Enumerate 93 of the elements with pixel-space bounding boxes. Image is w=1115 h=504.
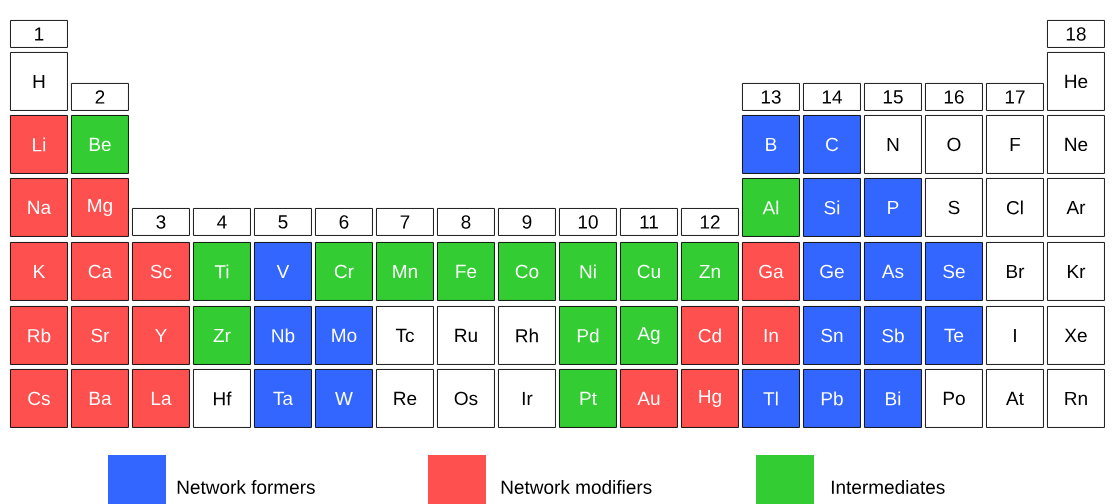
- element-cell: Sn: [803, 306, 861, 365]
- element-cell: Tl: [742, 369, 800, 428]
- element-cell: Li: [10, 115, 68, 174]
- element-cell: Os: [437, 369, 495, 428]
- element-cell: Ge: [803, 242, 861, 301]
- element-cell: Ag: [620, 306, 678, 365]
- element-cell: Y: [132, 306, 190, 365]
- element-cell: Au: [620, 369, 678, 428]
- element-cell: Ar: [1047, 178, 1105, 237]
- element-cell: Ba: [71, 369, 129, 428]
- element-cell: As: [864, 242, 922, 301]
- element-cell: I: [986, 306, 1044, 365]
- element-cell: Si: [803, 178, 861, 237]
- element-cell: C: [803, 115, 861, 174]
- element-cell: Ga: [742, 242, 800, 301]
- element-cell: Tc: [376, 306, 434, 365]
- element-cell: Ne: [1047, 115, 1105, 174]
- element-cell: H: [10, 52, 68, 111]
- element-cell: Se: [925, 242, 983, 301]
- element-cell: Te: [925, 306, 983, 365]
- element-cell: Br: [986, 242, 1044, 301]
- element-cell: F: [986, 115, 1044, 174]
- element-cell: Co: [498, 242, 556, 301]
- group-number-box: 16: [925, 83, 983, 111]
- element-cell: Ru: [437, 306, 495, 365]
- group-number-box: 6: [315, 208, 373, 236]
- element-cell: W: [315, 369, 373, 428]
- element-cell: Hg: [681, 369, 739, 428]
- element-cell: At: [986, 369, 1044, 428]
- group-number-box: 11: [620, 208, 678, 236]
- element-cell: Rh: [498, 306, 556, 365]
- element-cell: Nb: [254, 306, 312, 365]
- element-cell: Pb: [803, 369, 861, 428]
- group-number-box: 18: [1047, 20, 1105, 48]
- group-number-box: 17: [986, 83, 1044, 111]
- element-cell: Rn: [1047, 369, 1105, 428]
- legend-label: Network modifiers: [501, 480, 652, 494]
- element-cell: Ir: [498, 369, 556, 428]
- element-cell: He: [1047, 52, 1105, 111]
- element-cell: Xe: [1047, 306, 1105, 365]
- element-cell: Cd: [681, 306, 739, 365]
- group-number-box: 7: [376, 208, 434, 236]
- group-number-box: 12: [681, 208, 739, 236]
- element-cell: Mn: [376, 242, 434, 301]
- group-number-box: 4: [193, 208, 251, 236]
- group-number-box: 10: [559, 208, 617, 236]
- element-cell: Pt: [559, 369, 617, 428]
- element-cell: K: [10, 242, 68, 301]
- legend-label: Intermediates: [831, 480, 945, 494]
- element-cell: Na: [10, 178, 68, 237]
- group-number-box: 13: [742, 83, 800, 111]
- group-number-box: 9: [498, 208, 556, 236]
- element-cell: Pd: [559, 306, 617, 365]
- element-cell: O: [925, 115, 983, 174]
- element-cell: Kr: [1047, 242, 1105, 301]
- element-cell: Mg: [71, 178, 129, 237]
- group-number-box: 2: [71, 83, 129, 111]
- element-cell: Ta: [254, 369, 312, 428]
- group-number-box: 1: [10, 20, 68, 48]
- element-cell: Sb: [864, 306, 922, 365]
- group-number-box: 15: [864, 83, 922, 111]
- element-cell: S: [925, 178, 983, 237]
- element-cell: P: [864, 178, 922, 237]
- element-cell: Mo: [315, 306, 373, 365]
- element-cell: Ca: [71, 242, 129, 301]
- element-cell: Ni: [559, 242, 617, 301]
- element-cell: Re: [376, 369, 434, 428]
- element-cell: Zr: [193, 306, 251, 365]
- element-cell: Sc: [132, 242, 190, 301]
- element-cell: Rb: [10, 306, 68, 365]
- element-cell: Sr: [71, 306, 129, 365]
- element-cell: Cu: [620, 242, 678, 301]
- group-number-box: 14: [803, 83, 861, 111]
- element-cell: Fe: [437, 242, 495, 301]
- legend-label: Network formers: [177, 480, 315, 494]
- element-cell: Zn: [681, 242, 739, 301]
- element-cell: Al: [742, 178, 800, 237]
- element-cell: Bi: [864, 369, 922, 428]
- element-cell: Cr: [315, 242, 373, 301]
- element-cell: Ti: [193, 242, 251, 301]
- element-cell: In: [742, 306, 800, 365]
- element-cell: N: [864, 115, 922, 174]
- element-cell: La: [132, 369, 190, 428]
- element-cell: B: [742, 115, 800, 174]
- element-cell: Cl: [986, 178, 1044, 237]
- element-cell: Be: [71, 115, 129, 174]
- element-cell: Po: [925, 369, 983, 428]
- group-number-box: 3: [132, 208, 190, 236]
- element-cell: Cs: [10, 369, 68, 428]
- group-number-box: 8: [437, 208, 495, 236]
- element-cell: V: [254, 242, 312, 301]
- element-cell: Hf: [193, 369, 251, 428]
- group-number-box: 5: [254, 208, 312, 236]
